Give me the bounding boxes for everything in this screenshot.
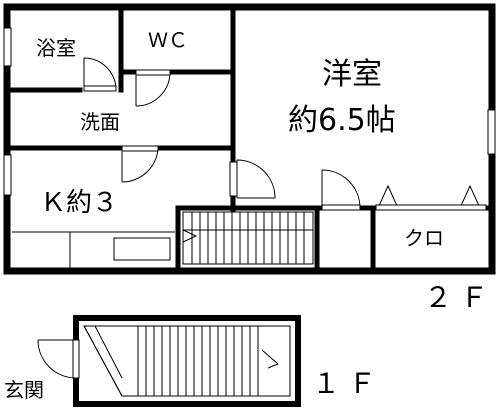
kitchen-counter: [12, 231, 175, 268]
room-label-washroom: 洗面: [80, 110, 120, 134]
entrance-door: [37, 339, 80, 379]
doors-2f: [83, 57, 487, 211]
windows-2f: [3, 27, 496, 197]
floor-label-lower: １Ｆ: [312, 367, 385, 400]
room-label-bath: 浴室: [36, 36, 76, 60]
room-label-closet: クロ: [404, 226, 444, 250]
room-label-entrance: 玄関: [4, 378, 44, 402]
room-label-western: 洋室: [322, 57, 382, 92]
outer-walls-1f: [73, 315, 301, 407]
stairs-2f: [182, 211, 314, 265]
stairs-1f: [83, 325, 291, 397]
room-label-kitchen: Ｋ約３: [40, 188, 119, 218]
floor-label-upper: ２Ｆ: [424, 281, 497, 314]
room-label-wc: ＷＣ: [148, 28, 188, 52]
room-label-western-size: 約6.5帖: [288, 103, 396, 138]
